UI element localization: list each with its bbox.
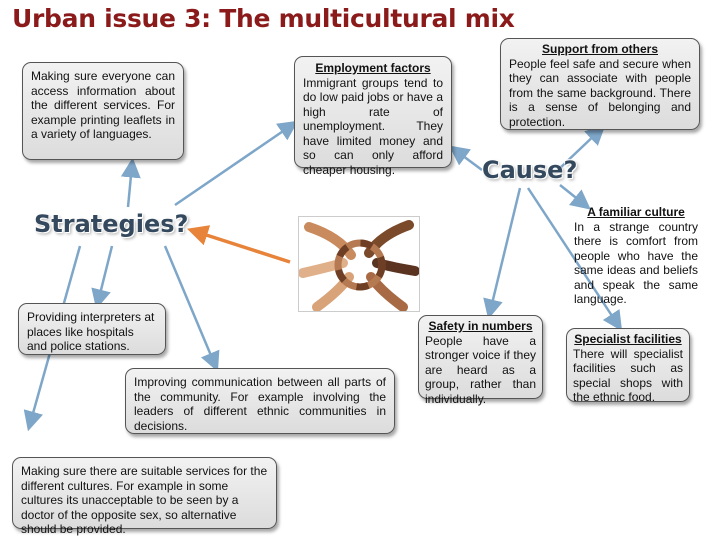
box-languages: Making sure everyone can access informat… [22,62,184,160]
box-support-from-others: Support from others People feel safe and… [500,38,700,130]
box-employment-text: Immigrant groups tend to do low paid job… [303,75,443,177]
arrow-cause-to-support [559,124,606,169]
box-support-heading: Support from others [542,42,658,56]
box-familiar-text: In a strange country there is comfort fr… [574,219,698,307]
box-safety-in-numbers: Safety in numbers People have a stronger… [418,315,543,406]
arrow-cause-to-safety [483,187,522,320]
arrow-cause-to-employment [448,145,483,172]
box-communication-text: Improving communication between all part… [134,375,386,433]
box-specialist-text: There will specialist facilities such as… [573,346,683,405]
box-specialist-heading: Specialist facilities [574,332,682,346]
arrow-cause-to-specialist [526,187,623,332]
box-employment-factors: Employment factors Immigrant groups tend… [294,56,452,177]
hands-circle-image [298,216,420,312]
strategies-label: Strategies? [34,210,189,238]
arrow-strategies-to-communication [163,245,220,372]
cause-label: Cause? [482,156,578,184]
arrow-strategies-to-employment [174,120,299,207]
box-communication: Improving communication between all part… [125,368,395,434]
box-familiar-culture: A familiar culture In a strange country … [574,205,698,307]
box-safety-text: People have a stronger voice if they are… [425,333,536,406]
box-support-text: People feel safe and secure when they ca… [509,56,691,129]
hands-circle-illustration [298,220,420,312]
box-employment-heading: Employment factors [315,61,431,75]
box-safety-heading: Safety in numbers [428,319,533,333]
arrow-cause-to-familiar [559,184,591,210]
page-title: Urban issue 3: The multicultural mix [12,4,515,33]
arrow-strategies-to-languages [120,157,141,208]
box-services-text: Making sure there are suitable services … [21,464,268,536]
arrow-to-strategies-label [187,225,291,264]
box-familiar-heading: A familiar culture [587,205,685,219]
arrow-strategies-to-interpreters [91,245,114,310]
box-languages-text: Making sure everyone can access informat… [31,69,175,141]
box-interpreters: Providing interpreters at places like ho… [18,303,166,355]
box-specialist-facilities: Specialist facilities There will special… [566,328,690,405]
box-suitable-services: Making sure there are suitable services … [12,457,277,536]
box-interpreters-text: Providing interpreters at places like ho… [27,310,155,353]
